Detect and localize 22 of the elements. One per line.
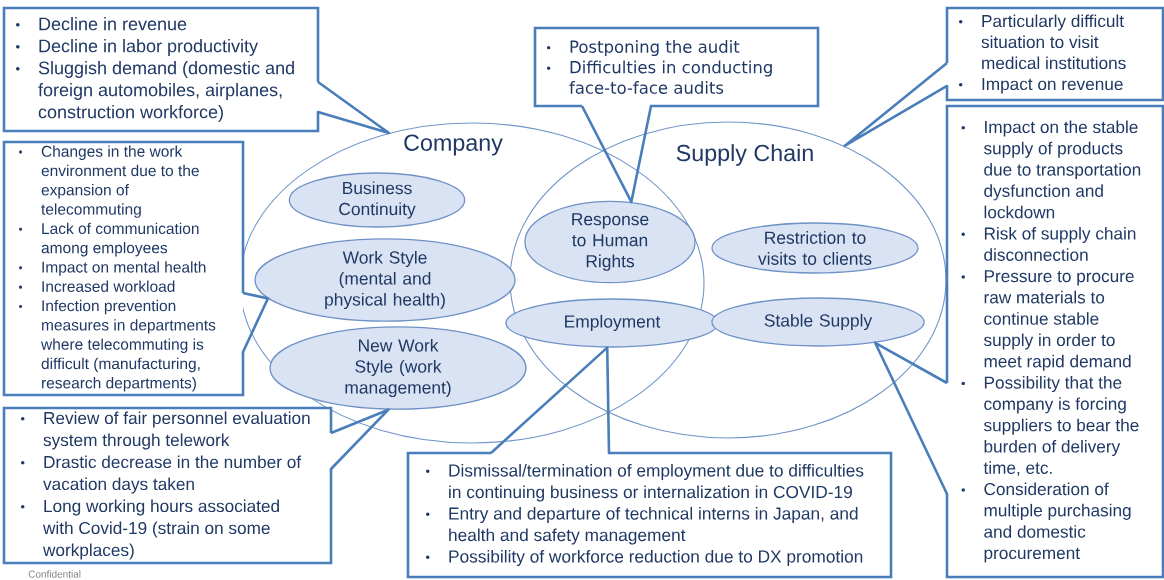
node-label: Consideration of multiple purchasing and domestic procurement xyxy=(984,482,1131,563)
node-label: Impact on revenue xyxy=(982,78,1123,94)
node-label: Postponing the audit xyxy=(570,40,740,57)
callout-box: Postponing the audit Difficulties in conducting face-to-face audits xyxy=(533,26,820,108)
callout-box: Decline in revenue Decline in labor productivity Sluggish demand (domestic and foreign automobiles, airplanes, construction workforce) xyxy=(2,6,320,133)
node-label: Entry and departure of technical interns in Japan, and health and safety management xyxy=(449,506,858,545)
node-label: Decline in revenue xyxy=(39,17,187,31)
callout-box: Review of fair personnel evaluation system through telework Drastic decrease in the number of vacation days taken Long working hours associated with Covid-19 (strain on some workplaces) xyxy=(2,406,333,565)
node-label: Possibility that the company is forcing suppliers to bear the burden of delivery time, etc. xyxy=(983,376,1139,476)
callout-box: Dismissal/termination of employment due to difficulties in continuing business or internalization in COVID-19 Entry and departure of technical interns in Japan, and health and safety management Possibility of workforce reduction due to DX promotion xyxy=(406,451,893,579)
callout-box: Changes in the work environment due to the expansion of telecommuting Lack of communication among employees Impact on mental health Increased workload Infection prevention measures in departments where telecommuting is difficult (manufacturing, research departments) xyxy=(2,140,245,397)
node-label: Difficulties in conducting face-to-face audits xyxy=(569,60,772,94)
node-label: Particularly difficult situation to visit medical institutions xyxy=(981,14,1126,70)
node-label: Decline in labor productivity xyxy=(39,39,259,56)
callout-box: Particularly difficult situation to visit medical institutions Impact on revenue xyxy=(945,6,1164,102)
node-label: Possibility of workforce reduction due to DX promotion xyxy=(449,549,863,567)
node-label: Impact on the stable supply of products due to transportation dysfunction and lockdown xyxy=(983,120,1141,219)
callout-box: Impact on the stable supply of products due to transportation dysfunction and lockdown Risk of supply chain disconnection Pressure to procure raw materials to continue stable supply in order to meet rapid demand Possibility that the company is forcing suppliers to bear the burden of delivery time, etc. Consideration of multiple purchasing and domestic procurement xyxy=(945,104,1164,579)
node-label: Sluggish demand (domestic and foreign automobiles, airplanes, construction workforce) xyxy=(38,61,294,122)
node-label: Risk of supply chain disconnection xyxy=(984,226,1136,261)
node-label: Dismissal/termination of employment due to difficulties in continuing business or internalization in COVID-19 xyxy=(449,463,864,502)
node-label: Pressure to procure raw materials to continue stable supply in order to meet rapid demand xyxy=(983,270,1134,371)
